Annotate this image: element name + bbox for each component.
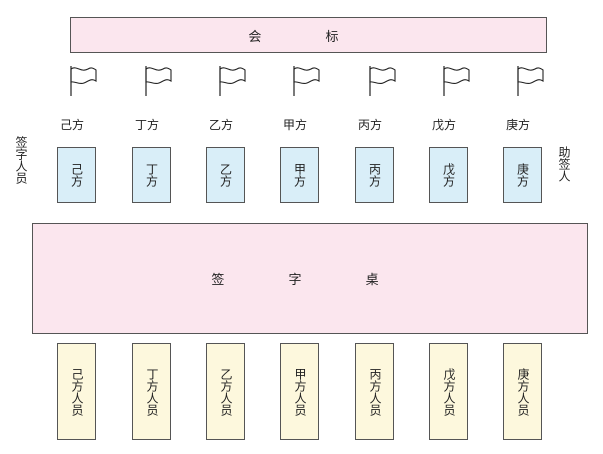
flag-row [70, 66, 544, 96]
signer-label: 丙方 [367, 163, 382, 187]
flag-label-ji: 己方 [59, 118, 84, 132]
signer-box-ding: 丁方 [132, 147, 171, 203]
signing-desk: 签 字 桌 [32, 223, 588, 334]
staff-box-ji: 己方人员 [57, 343, 96, 440]
signer-box-ji: 己方 [57, 147, 96, 203]
signatory-side-label: 签字人员 [14, 136, 28, 184]
staff-box-geng: 庚方人员 [503, 343, 542, 440]
staff-box-wu: 戊方人员 [429, 343, 468, 440]
assistant-side-label: 助签人 [557, 146, 571, 182]
flag-icon [369, 66, 396, 96]
staff-label: 丙方人员 [368, 367, 382, 416]
signer-box-yi: 乙方 [206, 147, 245, 203]
emblem-banner-label: 会 标 [248, 29, 369, 45]
signer-label: 戊方 [441, 163, 456, 187]
flag-label-ding: 丁方 [134, 118, 159, 132]
signer-label: 甲方 [292, 163, 307, 187]
staff-label: 戊方人员 [442, 367, 456, 416]
signer-box-geng: 庚方 [503, 147, 542, 203]
signer-label: 庚方 [515, 163, 530, 187]
flag-label-jia: 甲方 [282, 118, 307, 132]
staff-box-yi: 乙方人员 [206, 343, 245, 440]
staff-label: 己方人员 [70, 367, 84, 416]
flag-label-yi: 乙方 [208, 118, 233, 132]
flag-label-bing: 丙方 [357, 118, 382, 132]
staff-label: 丁方人员 [145, 367, 159, 416]
staff-box-bing: 丙方人员 [355, 343, 394, 440]
emblem-banner: 会 标 [70, 17, 547, 53]
signing-desk-label: 签 字 桌 [211, 273, 409, 288]
flag-icon [443, 66, 470, 96]
flag-icon [145, 66, 172, 96]
staff-label: 庚方人员 [516, 367, 530, 416]
signer-box-jia: 甲方 [280, 147, 319, 203]
staff-box-ding: 丁方人员 [132, 343, 171, 440]
staff-label: 甲方人员 [293, 367, 307, 416]
signer-box-wu: 戊方 [429, 147, 468, 203]
flag-icon [70, 66, 97, 96]
flag-label-wu: 戊方 [431, 118, 456, 132]
flag-icon [293, 66, 320, 96]
flag-icon [517, 66, 544, 96]
signer-label: 己方 [69, 163, 84, 187]
signer-label: 乙方 [218, 163, 233, 187]
signer-label: 丁方 [144, 163, 159, 187]
staff-box-jia: 甲方人员 [280, 343, 319, 440]
flag-label-geng: 庚方 [505, 118, 530, 132]
staff-label: 乙方人员 [219, 367, 233, 416]
signer-box-bing: 丙方 [355, 147, 394, 203]
flag-icon [219, 66, 246, 96]
